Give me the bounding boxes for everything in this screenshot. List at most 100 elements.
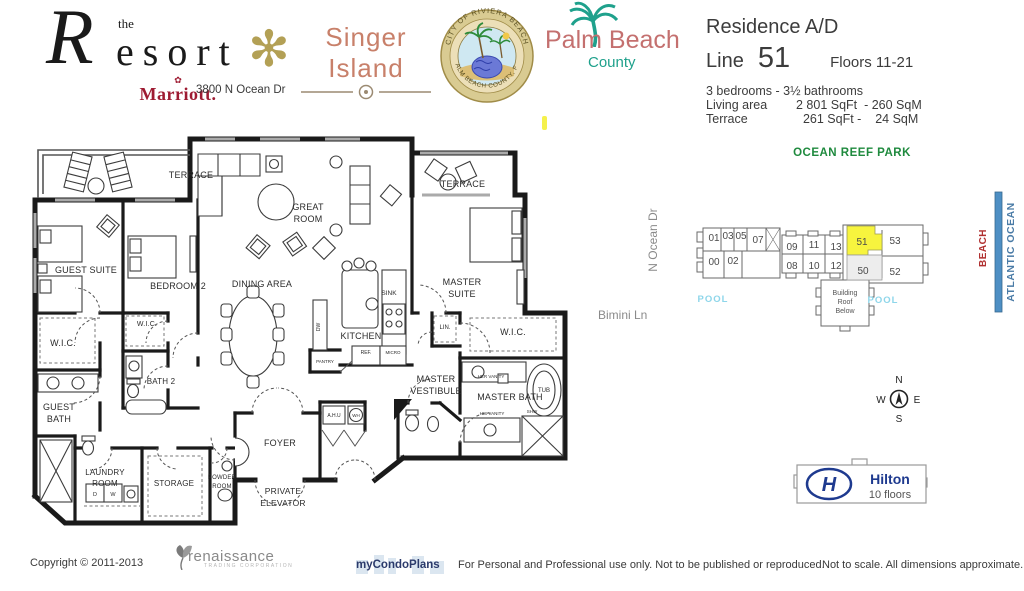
roof-below-label: Building Roof Below: [833, 290, 858, 315]
singer-island-text: Singer Island: [325, 22, 407, 83]
room-label: MASTER BATH: [477, 392, 543, 402]
unit-number: 53: [889, 236, 901, 247]
unit-50-shaded: [846, 254, 883, 281]
singer-island-ornament-icon: [301, 84, 431, 100]
resort-initial: R: [46, 0, 94, 80]
unit-number: 50: [857, 266, 869, 277]
line-number: 51: [757, 42, 791, 74]
ocean-label: ATLANTIC OCEAN: [1005, 202, 1017, 302]
bedrooms-spec: 3 bedrooms - 3½ bathrooms: [706, 84, 864, 98]
fixture-label: SHW: [527, 409, 538, 414]
pool-label-left: POOL: [698, 294, 729, 305]
compass-south: S: [896, 414, 903, 424]
room-label: MASTER: [443, 277, 482, 287]
room-labels: TERRACE TERRACE GUEST SUITE BEDROOM 2 GR…: [43, 170, 543, 508]
terrace-area-value: 261 SqFt - 24 SqM: [796, 112, 919, 126]
palm-beach-text: Palm Beach: [545, 26, 680, 54]
room-label: TERRACE: [169, 170, 213, 180]
unit-number: 10: [808, 261, 820, 272]
street-label: N Ocean Dr: [646, 208, 660, 271]
highlighter-artifact: [542, 116, 547, 130]
hilton-logo-h: H: [822, 474, 837, 496]
marriott-emblem-icon: ✿: [174, 75, 182, 85]
hilton-logo-oval-icon: [805, 467, 853, 501]
fixture-label: REF.: [361, 350, 372, 356]
unit-numbers: 01 03 05 07 00 02 09 11 13 08 10 12 51 5…: [708, 231, 901, 278]
renaissance-leaf-icon: [176, 545, 192, 570]
fixture-label: TUB: [538, 388, 550, 394]
room-label: W.I.C.: [137, 321, 157, 328]
hilton-name: Hilton: [870, 471, 910, 487]
seal-palm-trunk: [478, 36, 484, 59]
hilton-floors: 10 floors: [869, 489, 912, 501]
line-label: Line: [706, 50, 744, 72]
unit-number: 03: [722, 231, 734, 242]
hilton-building: H Hilton 10 floors: [793, 458, 928, 504]
room-label: GUEST SUITE: [55, 265, 117, 275]
scale-note: Not to scale. All dimensions approximate…: [822, 559, 1024, 571]
room-label: GREAT: [292, 202, 324, 212]
skyline-icon: [356, 555, 444, 574]
floorplan-drawing: TERRACE TERRACE GUEST SUITE BEDROOM 2 GR…: [31, 136, 568, 526]
compass-rose: N W E S: [876, 375, 921, 424]
shoreline-bar: [994, 191, 1003, 313]
fixture-label: A.H.U: [327, 413, 341, 419]
resort-article: the: [118, 16, 134, 31]
room-label: FOYER: [264, 438, 296, 448]
unit-number: 13: [830, 242, 842, 253]
lane-label: Bimini Ln: [598, 308, 647, 322]
unit-number: 09: [786, 242, 798, 253]
interior-walls: [33, 137, 567, 525]
renaissance-logo: renaissance TRADING CORPORATION: [176, 545, 298, 570]
room-label: VESTIBULE: [410, 386, 461, 396]
beach-label: BEACH: [978, 229, 989, 267]
unit-number: 12: [830, 261, 842, 272]
room-label: ELEVATOR: [260, 498, 306, 508]
floors-range: Floors 11-21: [830, 54, 914, 71]
room-label: W.I.C.: [500, 327, 526, 337]
closet-shelving: [39, 315, 557, 517]
terrace-railing: [37, 149, 190, 198]
compass-circle: [889, 389, 909, 409]
roof-label-line: Below: [835, 308, 855, 315]
room-label: ROOM: [212, 484, 231, 490]
compass-needle-icon: [895, 392, 903, 405]
usage-note: For Personal and Professional use only. …: [458, 559, 825, 571]
renaissance-name: renaissance: [188, 548, 275, 565]
fixture-label: HER VANITY: [478, 374, 505, 379]
palm-beach-county-text: County: [588, 54, 636, 71]
room-label: LAUNDRY: [85, 468, 125, 477]
seal-water: [471, 55, 503, 79]
unit-number: 11: [809, 240, 820, 251]
palm-tree-icon: [569, 1, 619, 47]
marriott-logo: ✿ Marriott.: [118, 76, 238, 105]
residence-line-row: Line 51 Floors 11-21: [706, 42, 913, 75]
renaissance-subtitle: TRADING CORPORATION: [204, 563, 294, 569]
windows: [33, 137, 527, 293]
room-label: W.I.C.: [50, 338, 76, 348]
residence-specs: 3 bedrooms - 3½ bathrooms Living area 2 …: [706, 84, 922, 126]
room-label: DINING AREA: [232, 279, 292, 289]
fixture-label: DW: [316, 323, 322, 332]
unit-number: 05: [735, 231, 747, 242]
fixture-label: HIS VANITY: [480, 411, 505, 416]
fixture-label: D: [93, 492, 97, 498]
outer-walls: [31, 136, 568, 526]
compass-east: E: [914, 395, 921, 406]
room-label: ROOM: [92, 479, 118, 488]
seal-palm-fronds-icon: [464, 22, 493, 41]
residence-title: Residence A/D: [706, 16, 839, 38]
copyright-text: Copyright © 2011-2013: [30, 557, 144, 569]
living-area-label: Living area: [706, 98, 768, 112]
room-label: STORAGE: [154, 479, 194, 488]
roof-label-line: Roof: [838, 299, 853, 306]
fixture-label: MICRO: [386, 350, 401, 355]
room-label: BATH 2: [147, 377, 176, 386]
unit-number: 07: [752, 235, 764, 246]
terrace-area-label: Terrace: [706, 112, 748, 126]
marriott-wordmark: Marriott.: [139, 84, 217, 104]
pool-label-right: POOL: [868, 295, 899, 306]
mycondoplans-text: myCondoPlans: [356, 559, 440, 571]
room-label: SUITE: [448, 289, 476, 299]
